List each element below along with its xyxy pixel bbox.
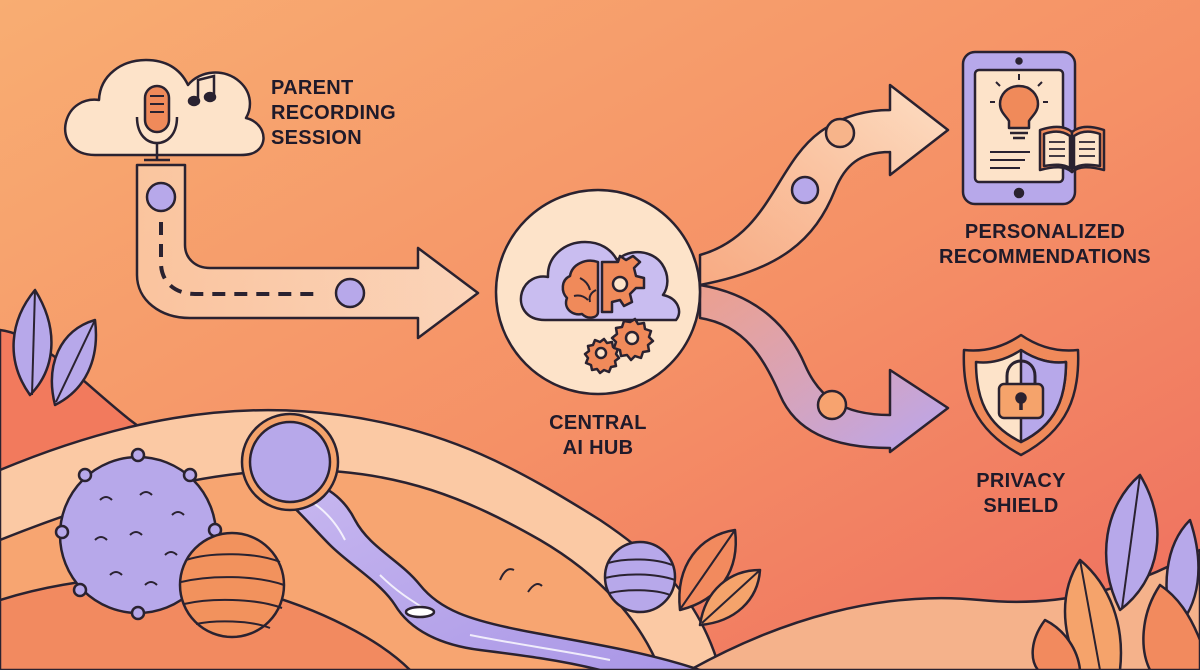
hub-label-line-2: AI HUB bbox=[562, 437, 634, 459]
source-label-line-1: PARENT bbox=[271, 77, 354, 99]
privacy-label-line-1: PRIVACY bbox=[976, 470, 1066, 492]
brain-gear-cloud-icon bbox=[519, 240, 681, 322]
bead-source bbox=[145, 181, 177, 213]
small-striped-ball bbox=[603, 540, 677, 614]
source-label-line-3: SESSION bbox=[271, 127, 363, 149]
leaves-center bbox=[678, 528, 762, 627]
source-label: PARENT RECORDING SESSION bbox=[271, 76, 396, 151]
music-note-icon bbox=[187, 74, 217, 107]
recommendations-label: PERSONALIZED RECOMMENDATIONS bbox=[925, 220, 1165, 270]
hub-node bbox=[494, 188, 702, 396]
leaves-right bbox=[1031, 473, 1200, 670]
privacy-label: PRIVACY SHIELD bbox=[946, 469, 1096, 519]
bead-lower bbox=[816, 389, 848, 421]
lavender-sphere bbox=[240, 412, 340, 512]
striped-ball bbox=[178, 531, 286, 639]
flow-hub-to-recommendations bbox=[698, 83, 950, 287]
recommendations-label-line-2: RECOMMENDATIONS bbox=[939, 246, 1151, 268]
hub-label: CENTRAL AI HUB bbox=[523, 411, 673, 461]
bead-upper-1 bbox=[824, 117, 856, 149]
textured-ball-left bbox=[54, 447, 223, 621]
gears-icon bbox=[583, 317, 655, 375]
open-book-icon bbox=[1038, 125, 1106, 174]
bead-upper-2 bbox=[790, 175, 820, 205]
privacy-label-line-2: SHIELD bbox=[983, 495, 1059, 517]
source-label-line-2: RECORDING bbox=[271, 102, 396, 124]
leaves-left bbox=[12, 288, 98, 407]
bead-input bbox=[334, 277, 366, 309]
flow-hub-to-privacy bbox=[698, 283, 950, 454]
flow-source-to-hub bbox=[135, 163, 480, 340]
hub-label-line-1: CENTRAL bbox=[549, 412, 647, 434]
recommendations-label-line-1: PERSONALIZED bbox=[964, 221, 1126, 243]
flow-beads bbox=[145, 117, 856, 421]
shield-lock-icon bbox=[962, 333, 1080, 457]
